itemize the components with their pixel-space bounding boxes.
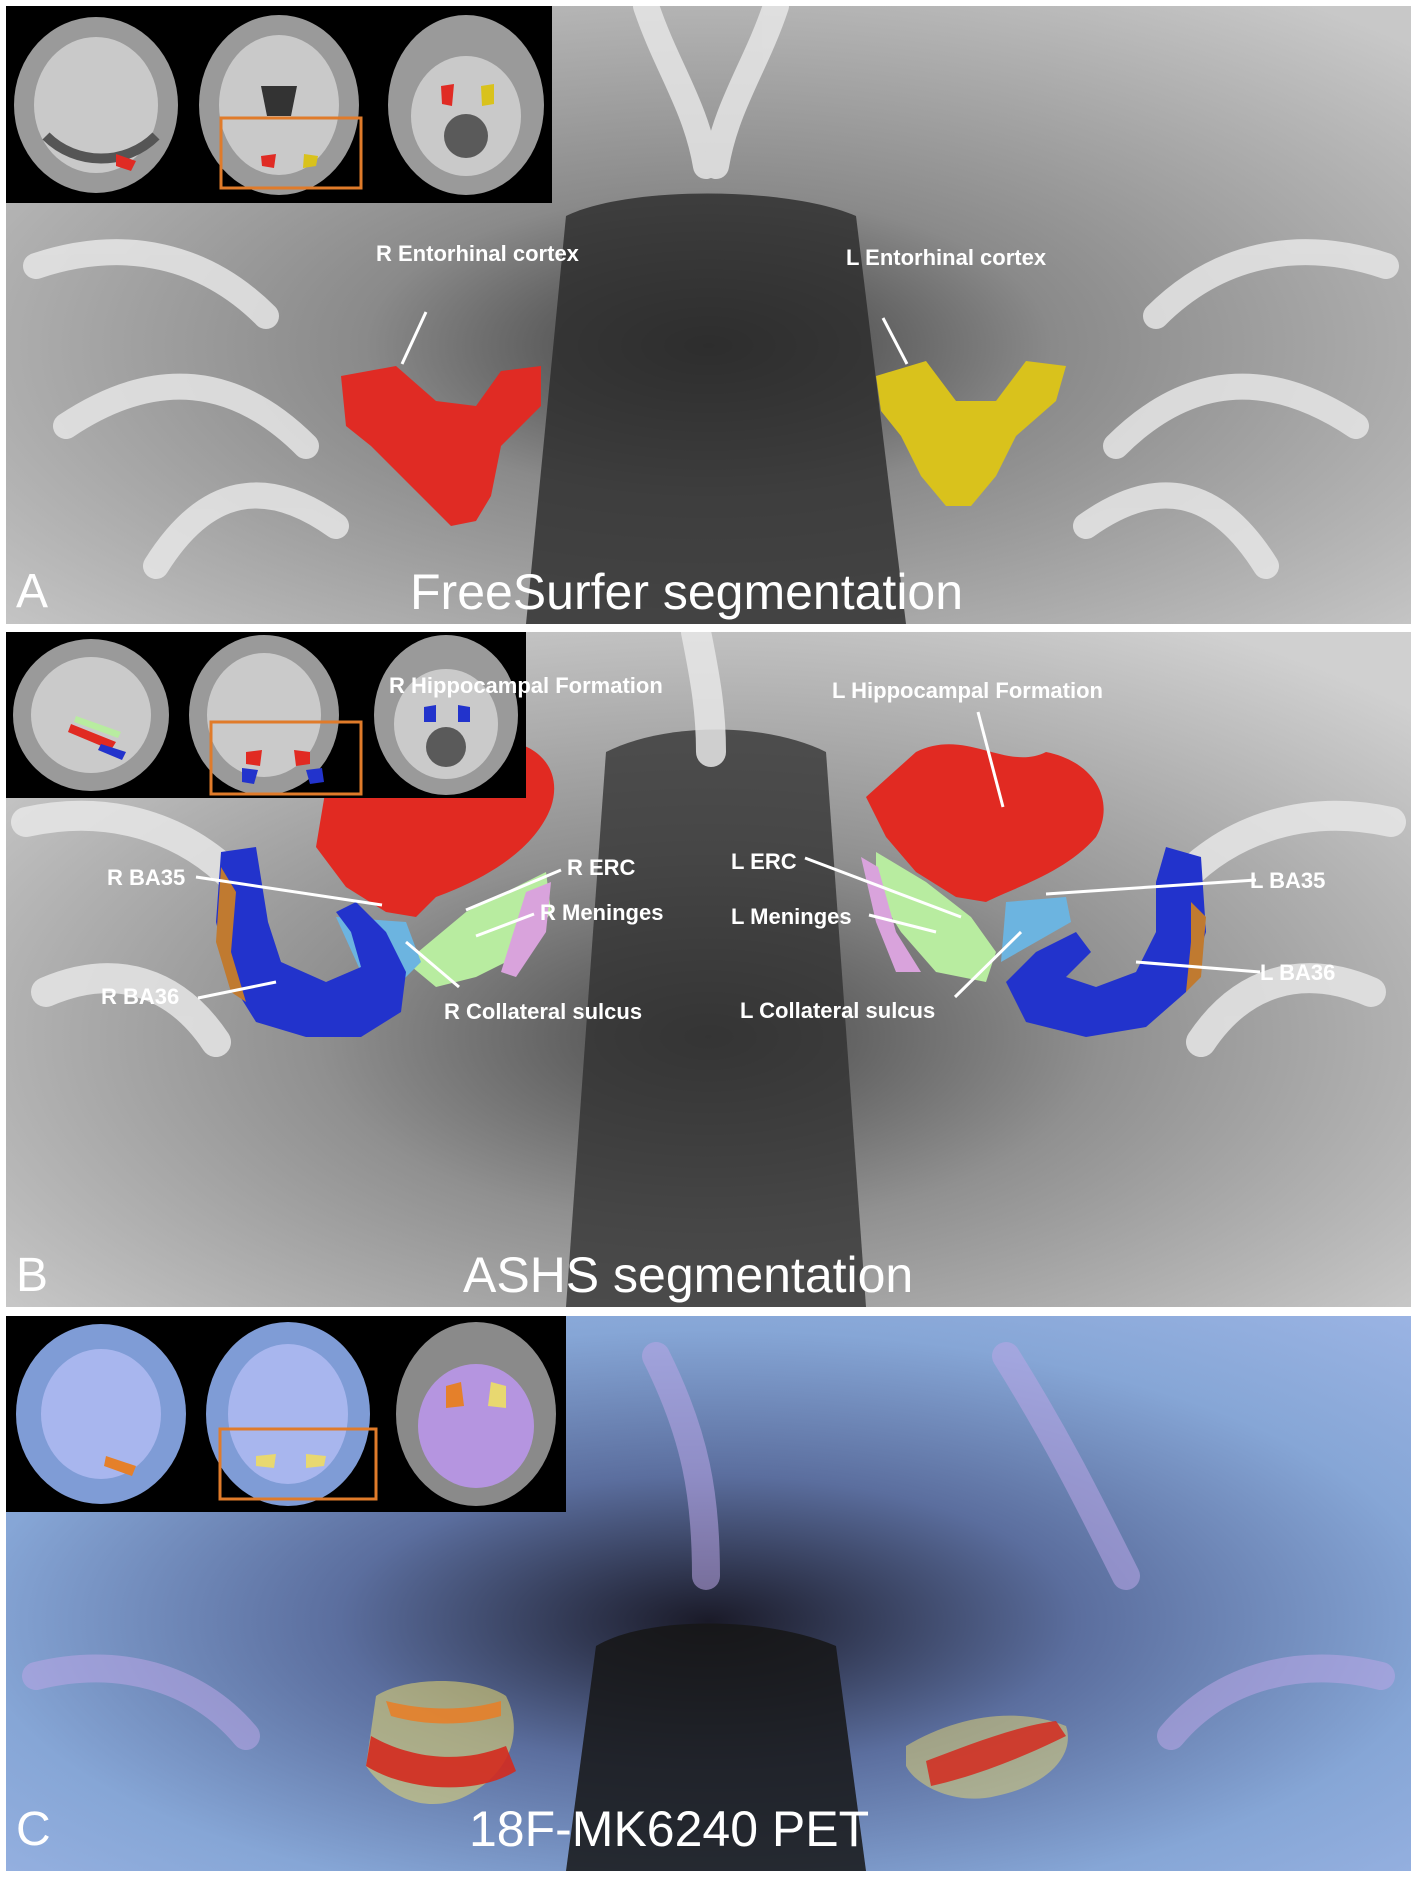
inset-highlight-box <box>218 1427 378 1501</box>
label-r-hippocampal-formation: R Hippocampal Formation <box>389 673 663 698</box>
orientation-insets <box>6 6 552 203</box>
label-l-collateral-sulcus: L Collateral sulcus <box>740 998 936 1023</box>
label-r-ba36: R BA36 <box>101 984 180 1009</box>
panel-c-pet: C 18F-MK6240 PET <box>6 1316 1411 1871</box>
label-r-ba35: R BA35 <box>107 865 186 890</box>
label-r-collateral-sulcus: R Collateral sulcus <box>444 999 643 1024</box>
label-l-ba36: L BA36 <box>1260 960 1336 985</box>
mri-coronal-image <box>6 632 1411 1307</box>
panel-caption: 18F-MK6240 PET <box>469 1801 870 1857</box>
label-r-erc: R ERC <box>567 855 636 880</box>
panel-b-ashs: R Hippocampal Formation L Hippocampal Fo… <box>6 632 1411 1307</box>
label-l-ba35: L BA35 <box>1250 868 1326 893</box>
panel-letter: C <box>16 1803 51 1856</box>
orientation-insets <box>6 1316 566 1512</box>
inset-highlight-box <box>209 720 363 796</box>
label-l-erc: L ERC <box>731 849 797 874</box>
label-r-entorhinal-cortex: R Entorhinal cortex <box>376 241 579 266</box>
label-l-entorhinal-cortex: L Entorhinal cortex <box>846 245 1047 270</box>
panel-letter: B <box>16 1249 49 1302</box>
panel-letter: A <box>16 565 49 618</box>
label-l-meninges: L Meninges <box>731 904 852 929</box>
label-l-hippocampal-formation: L Hippocampal Formation <box>832 678 1103 703</box>
panel-a-freesurfer: R Entorhinal cortex L Entorhinal cortex … <box>6 6 1411 624</box>
label-r-meninges: R Meninges <box>540 900 664 925</box>
mri-coronal-image <box>6 6 1411 624</box>
panel-caption: FreeSurfer segmentation <box>410 564 964 620</box>
panel-caption: ASHS segmentation <box>463 1247 914 1303</box>
orientation-insets <box>6 632 526 798</box>
inset-highlight-box <box>219 116 363 190</box>
